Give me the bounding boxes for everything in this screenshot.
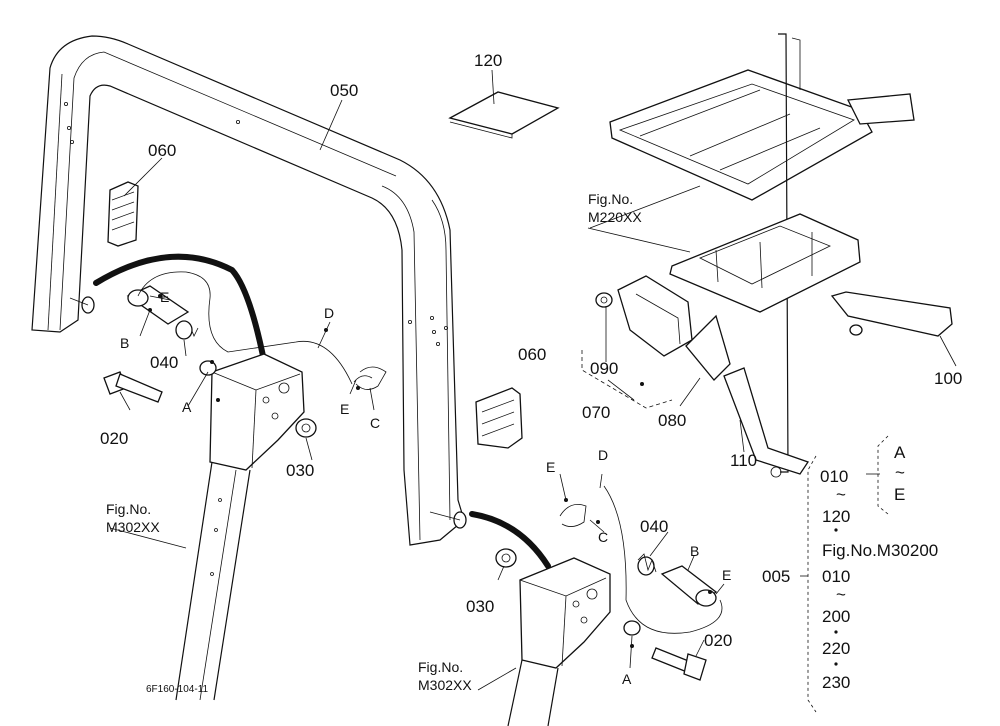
rops-frame — [31, 35, 467, 546]
label-030-right: 030 — [466, 597, 494, 616]
legend-fig-ref: Fig.No.M30200 — [822, 541, 938, 560]
post-left — [175, 353, 305, 701]
label-080: 080 — [658, 411, 686, 430]
figref-m220-code: M220XX — [588, 209, 642, 225]
label-d-right: D — [598, 447, 608, 463]
label-030-left: 030 — [286, 461, 314, 480]
legend-letters-tilde: ~ — [895, 463, 905, 482]
assembly-arrow-left — [93, 253, 271, 385]
legend-range1-to: 120 — [822, 507, 850, 526]
label-050: 050 — [330, 81, 358, 100]
legend-item-230: 230 — [822, 673, 850, 692]
range-legend: 010 ~ 120 A ~ E Fig.No.M30200 010 ~ 200 … — [800, 435, 938, 713]
figure-references: Fig.No. M220XX Fig.No. M302XX Fig.No. M3… — [106, 191, 642, 693]
label-a-left: A — [182, 399, 192, 415]
legend-range2-from: 010 — [822, 567, 850, 586]
label-060-left: 060 — [148, 141, 176, 160]
leader-lines — [109, 69, 957, 691]
label-c-left: C — [370, 415, 380, 431]
label-a-right: A — [622, 671, 632, 687]
legend-range2-to: 200 — [822, 607, 850, 626]
drawing-id: 6F160-104-11 — [146, 684, 209, 695]
label-090: 090 — [590, 359, 618, 378]
label-110: 110 — [730, 451, 757, 470]
label-d-left: D — [324, 305, 334, 321]
label-040-right: 040 — [640, 517, 668, 536]
label-100: 100 — [934, 369, 962, 388]
label-040-left: 040 — [150, 353, 178, 372]
pad-060-right — [475, 387, 523, 449]
legend-range2-tilde: ~ — [836, 585, 846, 604]
figref-m302-right-code: M302XX — [418, 677, 472, 693]
part-labels: 050 060 060 120 100 110 090 070 080 040 … — [100, 51, 962, 687]
post-right — [507, 557, 611, 726]
legend-item-220: 220 — [822, 639, 850, 658]
label-e-left-clip: E — [340, 401, 349, 417]
label-060-right: 060 — [518, 345, 546, 364]
label-120: 120 — [474, 51, 502, 70]
figref-m220-title: Fig.No. — [588, 191, 633, 207]
label-020-right: 020 — [704, 631, 732, 650]
pin-hardware-left — [103, 271, 387, 438]
figref-m302-left-code: M302XX — [106, 519, 160, 535]
legend-range1-from: 010 — [820, 467, 848, 486]
pad-060-left — [107, 181, 139, 247]
label-020-left: 020 — [100, 429, 128, 448]
figref-m302-right-title: Fig.No. — [418, 659, 463, 675]
label-e-left-pin: E — [160, 289, 169, 305]
belt-holder — [595, 275, 731, 381]
label-b-right: B — [690, 543, 699, 559]
label-e-right-clip: E — [546, 459, 555, 475]
manual-120 — [448, 91, 560, 139]
seat-support — [609, 33, 953, 478]
legend-range1-tilde: ~ — [836, 485, 846, 504]
assembly-arrow-right — [469, 511, 551, 569]
label-e-right-pin: E — [722, 567, 731, 583]
label-b-left: B — [120, 335, 129, 351]
legend-letters-from: A — [894, 443, 906, 462]
label-070: 070 — [582, 403, 610, 422]
pin-hardware-right — [495, 485, 723, 681]
label-c-right: C — [598, 529, 608, 545]
legend-letters-to: E — [894, 485, 905, 504]
figref-m302-left-title: Fig.No. — [106, 501, 151, 517]
label-005: 005 — [762, 567, 790, 586]
